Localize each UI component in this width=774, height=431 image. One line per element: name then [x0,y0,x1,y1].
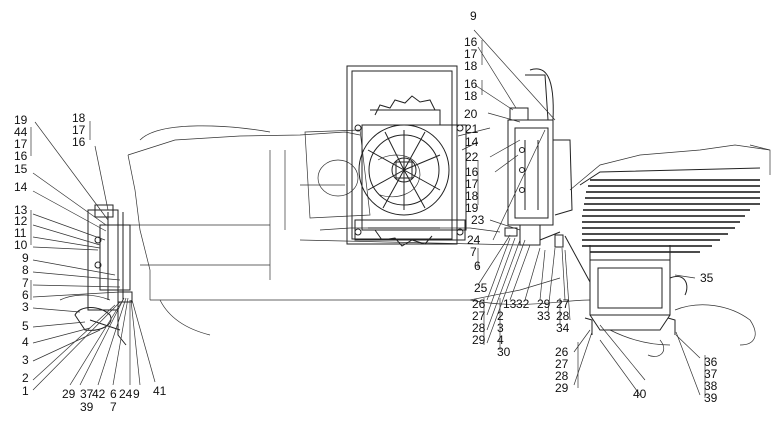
callout: 16 [465,165,479,179]
callouts-center-stack: 26 27 28 29 13 2 3 4 30 32 [472,297,530,359]
callout: 19 [14,113,28,127]
callout: 3 [497,321,504,335]
callout: 32 [516,297,530,311]
callouts-left-top: 18 17 16 [72,111,86,149]
callout: 37 [80,387,94,401]
callouts-top-center: 9 16 17 18 16 18 20 21 14 22 16 17 18 19… [464,9,488,295]
callout: 12 [14,214,28,228]
callout: 14 [465,135,479,149]
callout: 18 [465,189,479,203]
callout: 4 [22,335,29,349]
callout: 4 [497,333,504,347]
callout: 42 [92,387,106,401]
callout: 40 [633,387,647,401]
callout: 22 [465,150,479,164]
callout: 9 [133,387,140,401]
callout: 33 [537,309,551,323]
callout: 36 [704,355,718,369]
fan-blades [367,130,441,210]
callout: 2 [22,371,29,385]
callout: 17 [72,123,86,137]
callout: 7 [22,276,29,290]
callout: 24 [119,387,133,401]
leader-lines [30,29,706,398]
callouts-left: 19 44 17 16 15 14 13 12 11 10 9 8 7 6 3 … [14,113,29,398]
hood-grille [579,167,761,253]
callout: 3 [22,300,29,314]
callout: 17 [14,137,28,151]
callout: 16 [72,135,86,149]
callout: 29 [62,387,76,401]
callout: 16 [464,77,478,91]
callout: 28 [556,309,570,323]
callout: 20 [464,107,478,121]
callouts-bottom-left: 29 37 39 42 6 7 24 9 41 [62,384,167,414]
callout: 7 [110,400,117,414]
callout: 18 [464,89,478,103]
callout: 27 [555,357,569,371]
callouts-bottom-right: 26 27 28 29 40 36 37 38 39 [555,345,718,405]
callout: 35 [700,271,714,285]
callout: 6 [474,259,481,273]
front-cooler [564,235,688,335]
callout: 27 [472,309,486,323]
callout: 10 [14,238,28,252]
right-radiator-tank [504,68,573,248]
fan-radiator-frame [346,65,467,247]
callout: 38 [704,379,718,393]
callout: 18 [72,111,86,125]
callout: 1 [22,384,29,398]
callout: 26 [472,297,486,311]
callout: 26 [555,345,569,359]
callout: 16 [464,35,478,49]
callout: 18 [464,59,478,73]
left-tank-assembly [74,204,133,346]
tractor-body-outline [59,125,771,346]
callout: 19 [465,201,479,215]
callout: 5 [22,319,29,333]
callouts-center-right: 29 33 27 28 34 35 [537,271,714,335]
callout: 6 [22,288,29,302]
callout: 2 [497,309,504,323]
callout: 7 [470,245,477,259]
callout: 44 [14,125,28,139]
callout: 16 [14,149,28,163]
callout: 29 [555,381,569,395]
callout: 25 [474,281,488,295]
callout: 11 [14,226,27,240]
callout: 3 [22,353,29,367]
callout: 39 [704,391,718,405]
callout: 30 [497,345,511,359]
callout: 14 [14,180,28,194]
callout: 34 [556,321,570,335]
callout: 29 [537,297,551,311]
callout: 28 [555,369,569,383]
callout: 6 [110,387,117,401]
callout: 41 [153,384,167,398]
callout: 17 [465,177,479,191]
callout: 29 [472,333,486,347]
callout: 37 [704,367,718,381]
callout: 39 [80,400,94,414]
callout: 21 [465,122,479,136]
callout: 27 [556,297,570,311]
callout: 23 [471,213,485,227]
callout: 17 [464,47,478,61]
callout: 28 [472,321,486,335]
callout: 9 [470,9,477,23]
callout: 24 [467,233,481,247]
callout: 15 [14,162,28,176]
callout: 13 [503,297,517,311]
callout: 13 [14,203,28,217]
callout: 8 [22,263,29,277]
callout: 9 [22,251,29,265]
